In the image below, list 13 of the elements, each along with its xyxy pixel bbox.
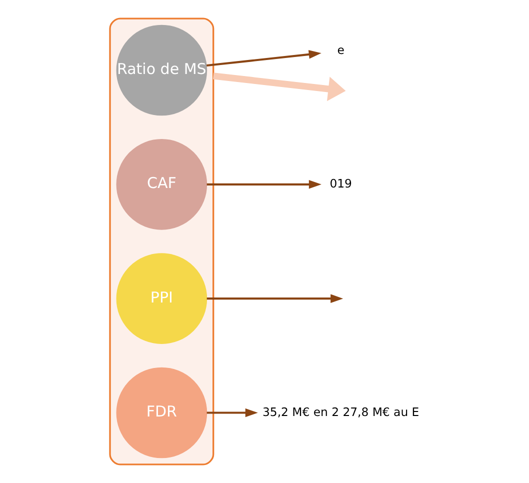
node-circle: CAF xyxy=(116,139,207,230)
node-circle: Ratio de MS xyxy=(116,24,207,116)
arrow xyxy=(206,408,258,418)
arrow xyxy=(206,180,321,189)
arrow xyxy=(212,72,346,102)
node-text: 019 xyxy=(329,176,352,190)
cluster xyxy=(108,18,214,466)
arrow xyxy=(206,50,321,67)
node-circle: PPI xyxy=(116,253,207,344)
node-circle: FDR xyxy=(116,367,207,458)
arrow xyxy=(206,294,343,303)
node-text: 35,2 M€ en 2 27,8 M€ au E xyxy=(262,404,419,419)
node-text: e xyxy=(336,43,344,58)
